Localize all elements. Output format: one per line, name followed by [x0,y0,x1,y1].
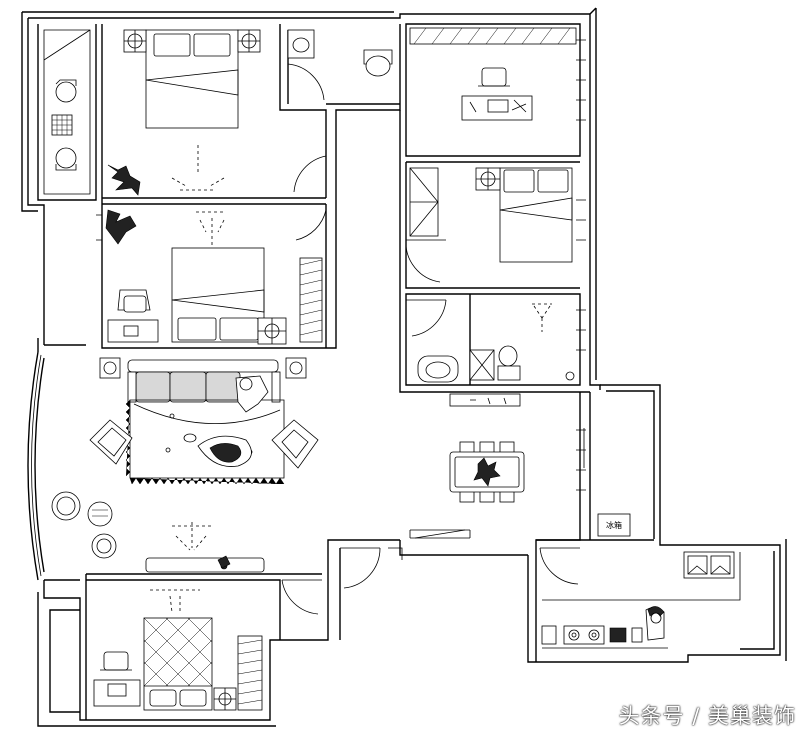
chair-icon [481,67,507,87]
cook-figure-icon [645,606,665,641]
living-room [51,357,319,573]
door-swing-icon [579,428,585,468]
bedroom2-furniture [105,209,323,345]
door-swing-icon [405,239,446,283]
watermark: 头条号 / 美巢装饰 [618,704,796,728]
door-swing-icon [281,579,322,615]
sink-icon [417,355,459,383]
chair-icon [55,81,77,103]
door-swing-icon [293,155,327,196]
chair-icon [123,295,147,313]
sink-icon [287,29,315,59]
door-swing-icon [287,63,325,104]
bathroom2-furniture [417,303,575,407]
plant-icon [217,555,231,569]
fridge-label: 冰箱 [606,520,622,530]
bathroom-top [287,29,393,77]
kitchen [541,551,741,649]
toilet-icon [498,345,518,367]
study-furniture [409,27,577,121]
armchair-icon [89,419,133,465]
dining-area [449,441,525,503]
sofa-icon [127,359,281,403]
bay-window [27,338,86,581]
plant-icon [105,209,137,245]
chair-icon [55,147,77,169]
balcony-furniture [51,79,77,171]
armchair-icon [271,419,319,469]
wardrobe-icon [237,635,263,711]
doors [281,63,585,615]
stove-icon [563,625,605,645]
plant-icon [107,164,141,196]
door-swing-icon [295,209,327,250]
small-bedroom [93,589,263,711]
bedroom3-furniture [409,167,573,263]
master-bedroom-furniture [107,29,261,196]
door-swing-icon [539,547,580,585]
door-swing-icon [340,547,381,589]
chair-icon [103,651,129,671]
toilet-icon [365,55,391,77]
outer-walls [21,7,787,727]
interior-walls [37,23,654,720]
fridge: 冰箱 [597,513,631,537]
door-swing-icon [406,299,447,337]
